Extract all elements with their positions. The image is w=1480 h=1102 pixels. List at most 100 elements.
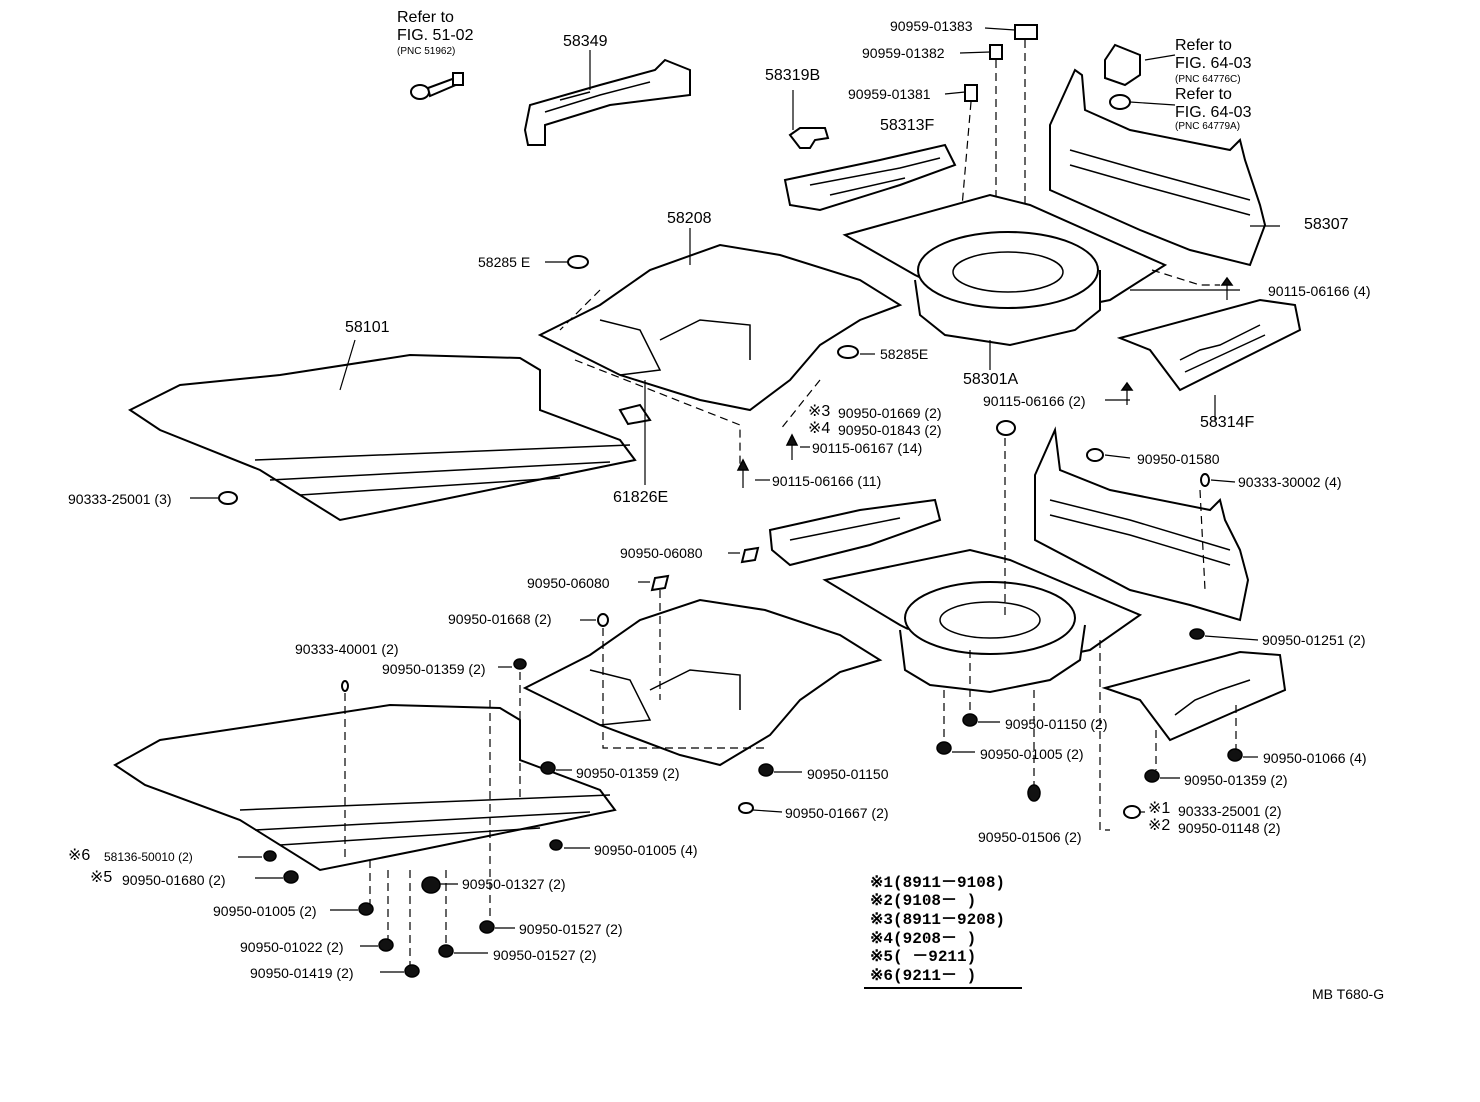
part-label: 58313F bbox=[880, 117, 935, 134]
ref-fig6403a-pnc: (PNC 64776C) bbox=[1175, 74, 1241, 85]
part-label: 90950-01251 (2) bbox=[1262, 632, 1366, 648]
part-label: 58101 bbox=[345, 319, 390, 336]
part-label: 90333-30002 (4) bbox=[1238, 474, 1342, 490]
legend-mark: ※3 bbox=[870, 911, 894, 929]
part-label: 90115-06166 (4) bbox=[1268, 283, 1371, 299]
part-label: 90950-06080 bbox=[620, 545, 703, 561]
leader-lines bbox=[190, 27, 1280, 973]
mark-1: ※1 bbox=[1148, 800, 1171, 817]
part-label: 90950-06080 bbox=[527, 575, 610, 591]
bolt-51962-icon bbox=[410, 72, 464, 100]
part-label: 58319B bbox=[765, 67, 821, 84]
fasteners-lower-icon bbox=[263, 448, 1243, 978]
spare-tub-lower-icon bbox=[822, 548, 1143, 694]
part-label: 90950-01668 (2) bbox=[448, 611, 552, 627]
part-label: 58208 bbox=[667, 210, 712, 227]
part-label: 90333-40001 (2) bbox=[295, 641, 399, 657]
bracket-58349-icon bbox=[523, 58, 691, 146]
part-label: 90950-01580 bbox=[1137, 451, 1220, 467]
back-panel-58307-icon bbox=[1049, 68, 1267, 267]
legend-row: ※4(9208－ ) bbox=[870, 924, 976, 948]
ref-fig6403b-line1: Refer to bbox=[1175, 86, 1232, 103]
rail-lower-icon bbox=[768, 498, 942, 567]
part-label: 58307 bbox=[1304, 216, 1349, 233]
part-label: 90950-01506 (2) bbox=[978, 829, 1082, 845]
part-label: 90950-01419 (2) bbox=[250, 965, 354, 981]
legend-range: (8911－9108) bbox=[893, 874, 1006, 892]
fasteners-upper-icon bbox=[736, 276, 1234, 488]
part-label: 90950-01066 (4) bbox=[1263, 750, 1367, 766]
part-label: 90950-01680 (2) bbox=[122, 872, 226, 888]
part-label: 58301A bbox=[963, 371, 1019, 388]
part-label: 58136-50010 (2) bbox=[104, 850, 193, 864]
part-label: 90115-06166 (11) bbox=[772, 473, 882, 489]
part-label: 90950-01667 (2) bbox=[785, 805, 889, 821]
part-label: 90950-01527 (2) bbox=[519, 921, 623, 937]
legend-mark: ※6 bbox=[870, 967, 894, 985]
mark-6: ※6 bbox=[68, 847, 91, 864]
rail-58314f-icon bbox=[1116, 298, 1302, 392]
part-label: 58349 bbox=[563, 33, 608, 50]
rail-58313f-icon bbox=[783, 143, 957, 212]
legend-mark: ※2 bbox=[870, 892, 894, 910]
mark-3: ※3 bbox=[808, 403, 831, 420]
legend-mark: ※1 bbox=[870, 874, 894, 892]
part-label: 90115-06166 (2) bbox=[983, 393, 1086, 409]
part-label: 90950-01022 (2) bbox=[240, 939, 344, 955]
part-label: 90959-01382 bbox=[862, 45, 945, 61]
part-label: 90950-01005 (4) bbox=[594, 842, 698, 858]
legend-row: ※6(9211－ ) bbox=[870, 961, 976, 985]
ref-fig5102-line1: Refer to bbox=[397, 9, 454, 26]
legend-range: ( －9211) bbox=[893, 948, 977, 966]
dashed-lines bbox=[344, 269, 1237, 965]
part-label: 90950-01359 (2) bbox=[1184, 772, 1288, 788]
legend-range: (9208－ ) bbox=[893, 930, 977, 948]
ref-fig6403b-line2: FIG. 64-03 bbox=[1175, 104, 1252, 121]
part-label: 90950-01150 (2) bbox=[1005, 716, 1108, 732]
part-label: 90950-01005 (2) bbox=[980, 746, 1084, 762]
part-label: 90950-01669 (2) bbox=[838, 405, 942, 421]
part-label: 90950-01359 (2) bbox=[382, 661, 486, 677]
legend-mark: ※5 bbox=[870, 948, 894, 966]
ref-fig6403b-pnc: (PNC 64779A) bbox=[1175, 121, 1241, 132]
floor-58208-icon bbox=[537, 243, 903, 426]
mark-2: ※2 bbox=[1148, 817, 1171, 834]
part-label: 90950-01005 (2) bbox=[213, 903, 317, 919]
part-label: 90950-01359 (2) bbox=[576, 765, 680, 781]
ref-fig6403a-line2: FIG. 64-03 bbox=[1175, 55, 1252, 72]
part-label: 90115-06167 (14) bbox=[812, 440, 923, 456]
part-label: 90333-25001 (3) bbox=[68, 491, 172, 507]
part-label: 58314F bbox=[1200, 414, 1255, 431]
legend-row: ※2(9108－ ) bbox=[870, 886, 976, 910]
legend-row: ※1(8911－9108) bbox=[870, 868, 1005, 892]
legend-mark: ※4 bbox=[870, 930, 894, 948]
ref-fig6403a-line1: Refer to bbox=[1175, 37, 1232, 54]
part-label: 61826E bbox=[613, 489, 669, 506]
spare-tub-58301a-icon bbox=[842, 193, 1168, 347]
part-label: 90950-01843 (2) bbox=[838, 422, 942, 438]
part-label: 58285 E bbox=[478, 254, 531, 270]
part-label: 90950-01327 (2) bbox=[462, 876, 566, 892]
legend-row: ※3(8911－9208) bbox=[870, 905, 1005, 929]
ref-fig5102-pnc: (PNC 51962) bbox=[397, 46, 456, 57]
ref-fig5102-line2: FIG. 51-02 bbox=[397, 27, 474, 44]
part-label: 90959-01383 bbox=[890, 18, 973, 34]
figure-code: MB T680-G bbox=[1312, 986, 1385, 1002]
legend-range: (8911－9208) bbox=[893, 911, 1006, 929]
part-label: 90950-01527 (2) bbox=[493, 947, 597, 963]
floor-lower-center-icon bbox=[522, 546, 883, 767]
legend-range: (9108－ ) bbox=[893, 892, 977, 910]
legend-range: (9211－ ) bbox=[893, 967, 977, 985]
floor-58101-icon bbox=[128, 353, 637, 522]
rail-lower-right-icon bbox=[1101, 650, 1287, 742]
pad-64779a-icon bbox=[1109, 94, 1131, 110]
part-label: 90959-01381 bbox=[848, 86, 931, 102]
mark-4: ※4 bbox=[808, 420, 831, 437]
bracket-64776c-icon bbox=[1104, 43, 1141, 87]
back-panel-lower-icon bbox=[1034, 426, 1250, 622]
floor-lower-front-icon bbox=[113, 703, 617, 872]
legend-row: ※5( －9211) bbox=[870, 942, 976, 966]
bracket-58319b-icon bbox=[788, 90, 830, 149]
